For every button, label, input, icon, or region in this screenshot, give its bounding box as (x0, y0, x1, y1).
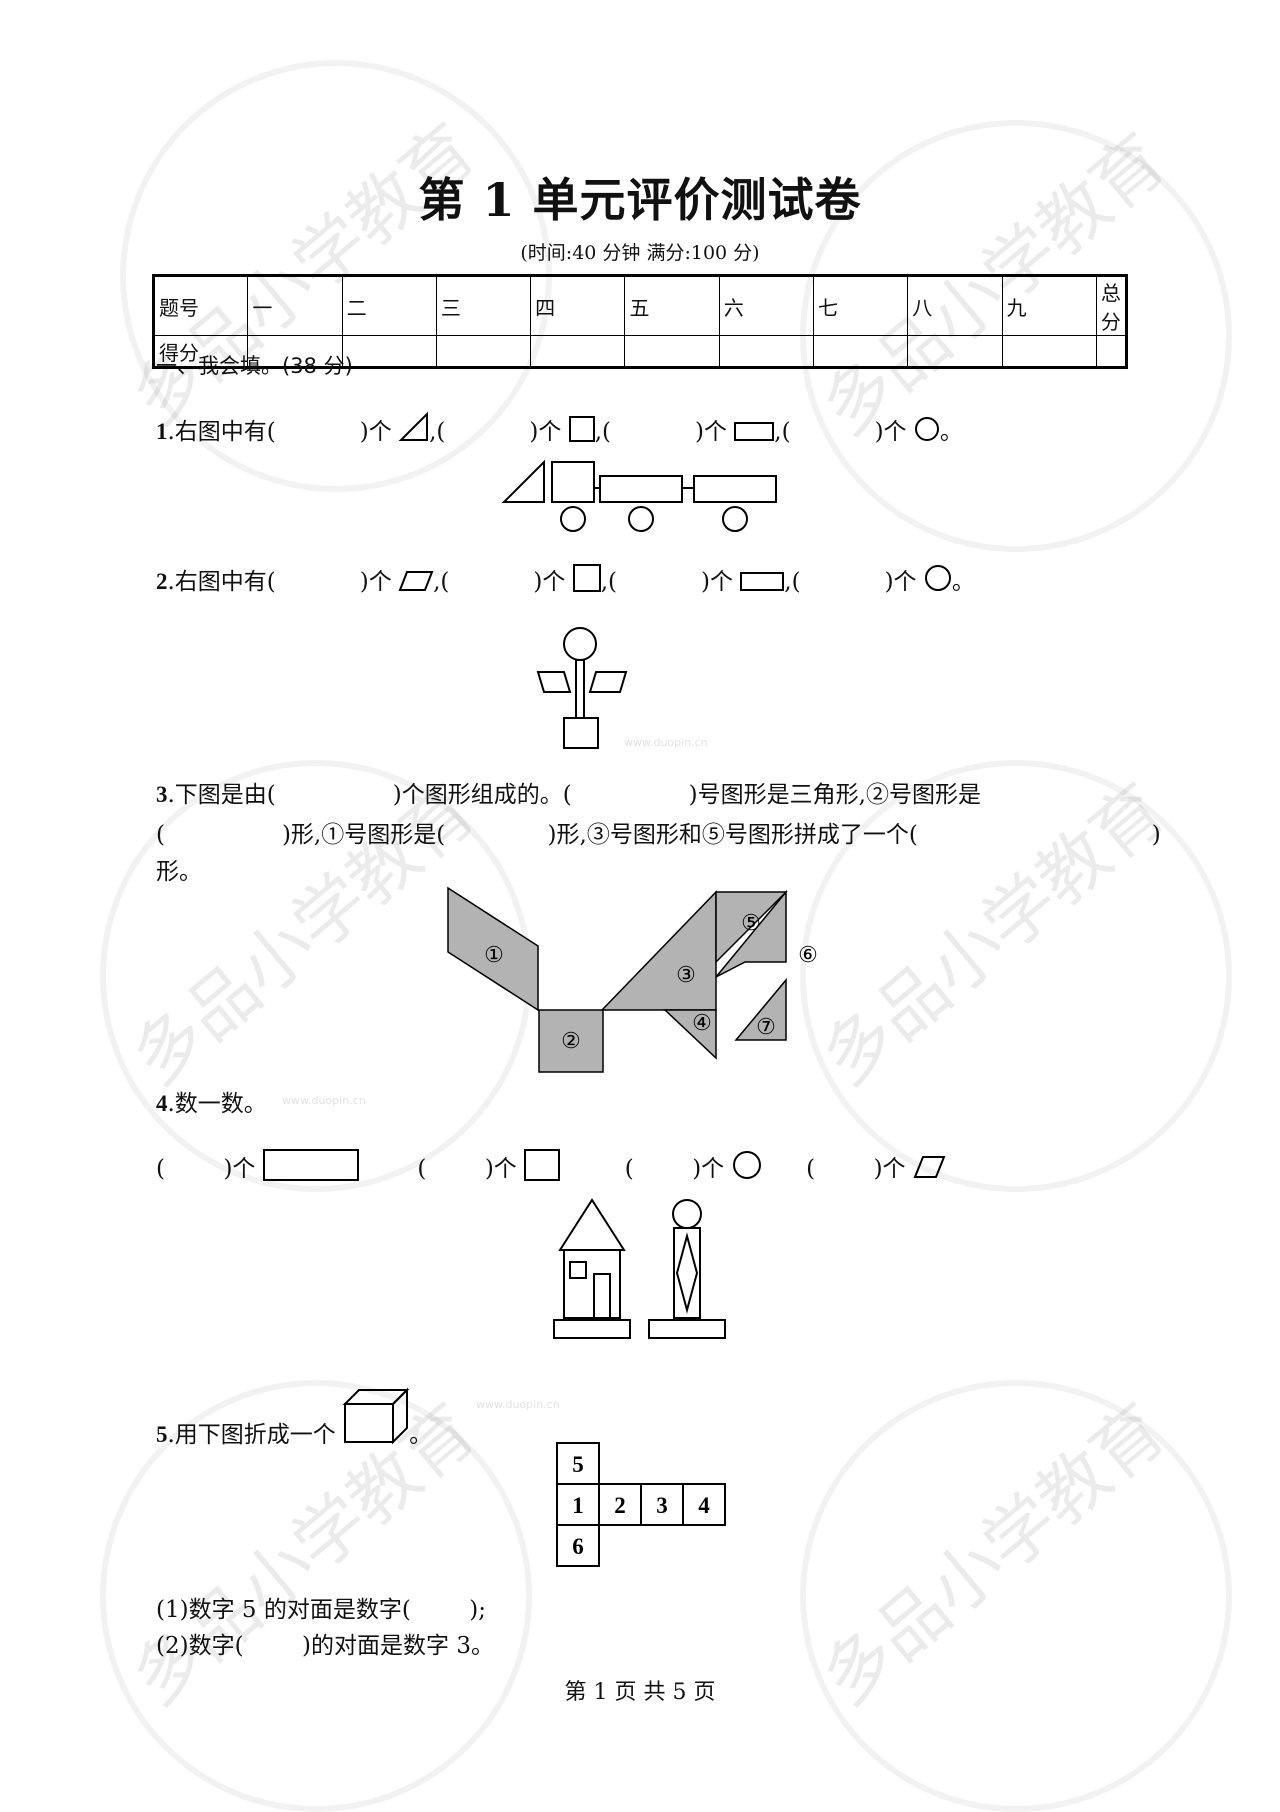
score-input-cell[interactable] (530, 335, 626, 368)
question-number: 5 (156, 1422, 168, 1447)
score-cell: 八 (907, 275, 1003, 336)
tangram-label: ⑦ (756, 1015, 776, 1040)
watermark-text: 多品小学教育 (116, 108, 491, 442)
net-number: 1 (572, 1493, 584, 1518)
tangram-label: ③ (676, 963, 696, 988)
score-input-cell[interactable] (718, 335, 815, 368)
circle-icon (924, 565, 951, 591)
tangram-label: ⑥ (798, 943, 818, 968)
score-table-header-row: 题号 一 二 三 四 五 六 七 八 九 总分 (152, 275, 1128, 336)
net-number: 2 (614, 1493, 626, 1518)
cube-net: 5 1 2 3 4 6 (556, 1442, 726, 1567)
score-input-cell[interactable] (435, 335, 532, 368)
watermark-url: www.duopin.cn (282, 1094, 366, 1107)
net-number: 4 (698, 1493, 710, 1518)
score-table: 题号 一 二 三 四 五 六 七 八 九 总分 得分 (152, 274, 1128, 369)
watermark-url: www.duopin.cn (624, 736, 708, 749)
question-4-row: ( )个 ( )个 ( )个 ( )个 (156, 1148, 946, 1183)
rectangle-icon (262, 1149, 359, 1181)
question-3-line-3: 形。 (156, 859, 202, 885)
question-5-sub-2: (2)数字( )的对面是数字 3。 (156, 1633, 494, 1659)
question-1: 1.右图中有()个 ,()个 ,()个 ,()个 。 (156, 411, 963, 446)
score-input-cell[interactable] (1001, 335, 1097, 368)
score-input-cell[interactable] (341, 335, 437, 368)
square-icon (572, 564, 601, 592)
score-cell: 总分 (1095, 275, 1128, 336)
score-cell: 二 (341, 275, 437, 336)
question-2: 2.右图中有()个 ,()个 ,()个 ,()个 。 (156, 562, 975, 596)
cube-icon (342, 1387, 410, 1445)
score-input-cell[interactable] (247, 335, 343, 368)
score-cell: 三 (435, 275, 532, 336)
flower-figure (536, 627, 628, 749)
score-cell: 四 (530, 275, 626, 336)
square-icon (524, 1149, 561, 1181)
watermark-ring (800, 1380, 1232, 1812)
question-number: 1 (156, 419, 168, 444)
net-number: 5 (572, 1452, 584, 1477)
square-icon (568, 416, 595, 442)
question-4: 4.数一数。 (156, 1091, 267, 1117)
net-number: 3 (656, 1493, 668, 1518)
watermark-text: 多品小学教育 (806, 1388, 1181, 1722)
tangram-figure: ① ② ③ ④ ⑤ ⑥ ⑦ (447, 886, 818, 1073)
tangram-label: ② (561, 1029, 581, 1054)
net-number: 6 (572, 1534, 584, 1559)
page-subtitle: (时间:40 分钟 满分:100 分) (520, 242, 760, 264)
house-tower-figure (553, 1198, 726, 1339)
score-cell: 五 (624, 275, 720, 336)
watermark-url: www.duopin.cn (476, 1398, 560, 1411)
rectangle-icon (734, 422, 775, 441)
count-item[interactable]: ( )个 (806, 1156, 906, 1182)
score-input-cell[interactable] (624, 335, 720, 368)
score-cell: 一 (247, 275, 343, 336)
parallelogram-icon (398, 571, 434, 591)
page-footer: 第 1 页 共 5 页 (564, 1680, 716, 1705)
circle-icon (732, 1151, 761, 1179)
rectangle-icon (740, 572, 785, 591)
tangram-label: ④ (692, 1011, 712, 1036)
count-item[interactable]: ( )个 (624, 1156, 725, 1182)
page-title: 第 1 单元评价测试卷 (418, 173, 862, 227)
question-number: 2 (156, 569, 168, 594)
score-table-score-row: 得分 (152, 335, 1128, 368)
circle-icon (914, 417, 939, 441)
score-input-cell[interactable] (813, 335, 909, 368)
question-number: 4 (156, 1091, 168, 1116)
score-cell: 七 (813, 275, 909, 336)
count-item[interactable]: ( )个 (156, 1156, 256, 1182)
score-input-cell[interactable] (907, 335, 1003, 368)
tangram-label: ① (484, 943, 504, 968)
score-input-cell[interactable] (1095, 335, 1128, 368)
tangram-label: ⑤ (741, 911, 761, 936)
question-5-sub-1: (1)数字 5 的对面是数字( ); (156, 1597, 487, 1623)
score-cell: 题号 (152, 275, 249, 336)
score-cell: 六 (718, 275, 815, 336)
question-number: 3 (156, 782, 168, 807)
parallelogram-icon (913, 1156, 946, 1178)
question-3: 3.下图是由( )个图形组成的。( )号图形是三角形,②号图形是 (156, 782, 981, 808)
score-row-label: 得分 (152, 335, 249, 368)
train-figure (501, 459, 777, 532)
question-5: 5.用下图折成一个 。 (156, 1387, 432, 1449)
question-3-line-2: ( )形,①号图形是( )形,③号图形和⑤号图形拼成了一个( ) (156, 822, 1161, 848)
count-item[interactable]: ( )个 (417, 1156, 517, 1182)
triangle-icon (398, 411, 429, 441)
section-heading: 一、我会填。(38 分) (156, 354, 353, 378)
score-cell: 九 (1001, 275, 1097, 336)
